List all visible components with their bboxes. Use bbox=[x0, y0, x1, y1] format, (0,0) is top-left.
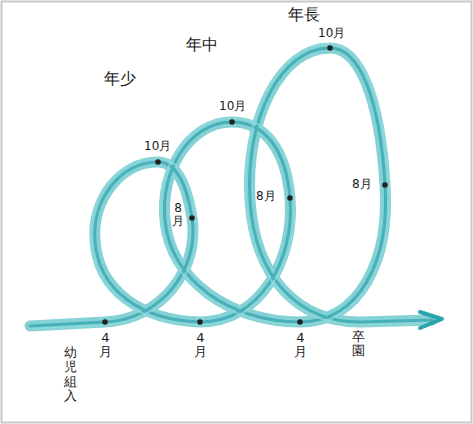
year-label: 年長 bbox=[288, 6, 320, 24]
graduation-label: 卒園 bbox=[352, 330, 365, 359]
year-label: 年中 bbox=[186, 36, 218, 54]
month-label: 10月 bbox=[219, 100, 246, 113]
month-dot bbox=[287, 195, 293, 201]
month-dot bbox=[327, 45, 333, 51]
month-dot bbox=[229, 119, 235, 125]
month-label: 10月 bbox=[144, 140, 171, 153]
month-dot bbox=[382, 182, 388, 188]
month-label: 4月 bbox=[194, 331, 207, 360]
month-dot bbox=[102, 319, 108, 325]
entry-label: 幼児組入 bbox=[64, 346, 77, 403]
growth-spiral bbox=[30, 48, 432, 326]
year-label: 年少 bbox=[104, 70, 136, 88]
month-label: 8月 bbox=[256, 190, 276, 203]
month-dot bbox=[189, 215, 195, 221]
month-label: 10月 bbox=[318, 27, 345, 40]
month-label: 8月 bbox=[352, 178, 372, 191]
month-label: 4月 bbox=[294, 331, 307, 360]
month-label: 4月 bbox=[99, 331, 112, 360]
brush-streak bbox=[30, 48, 432, 326]
brush-streak bbox=[30, 44, 432, 329]
month-dot bbox=[297, 319, 303, 325]
month-dot bbox=[197, 319, 203, 325]
arrow-head bbox=[420, 312, 442, 328]
month-label: 8月 bbox=[172, 202, 184, 228]
month-dot bbox=[155, 159, 161, 165]
